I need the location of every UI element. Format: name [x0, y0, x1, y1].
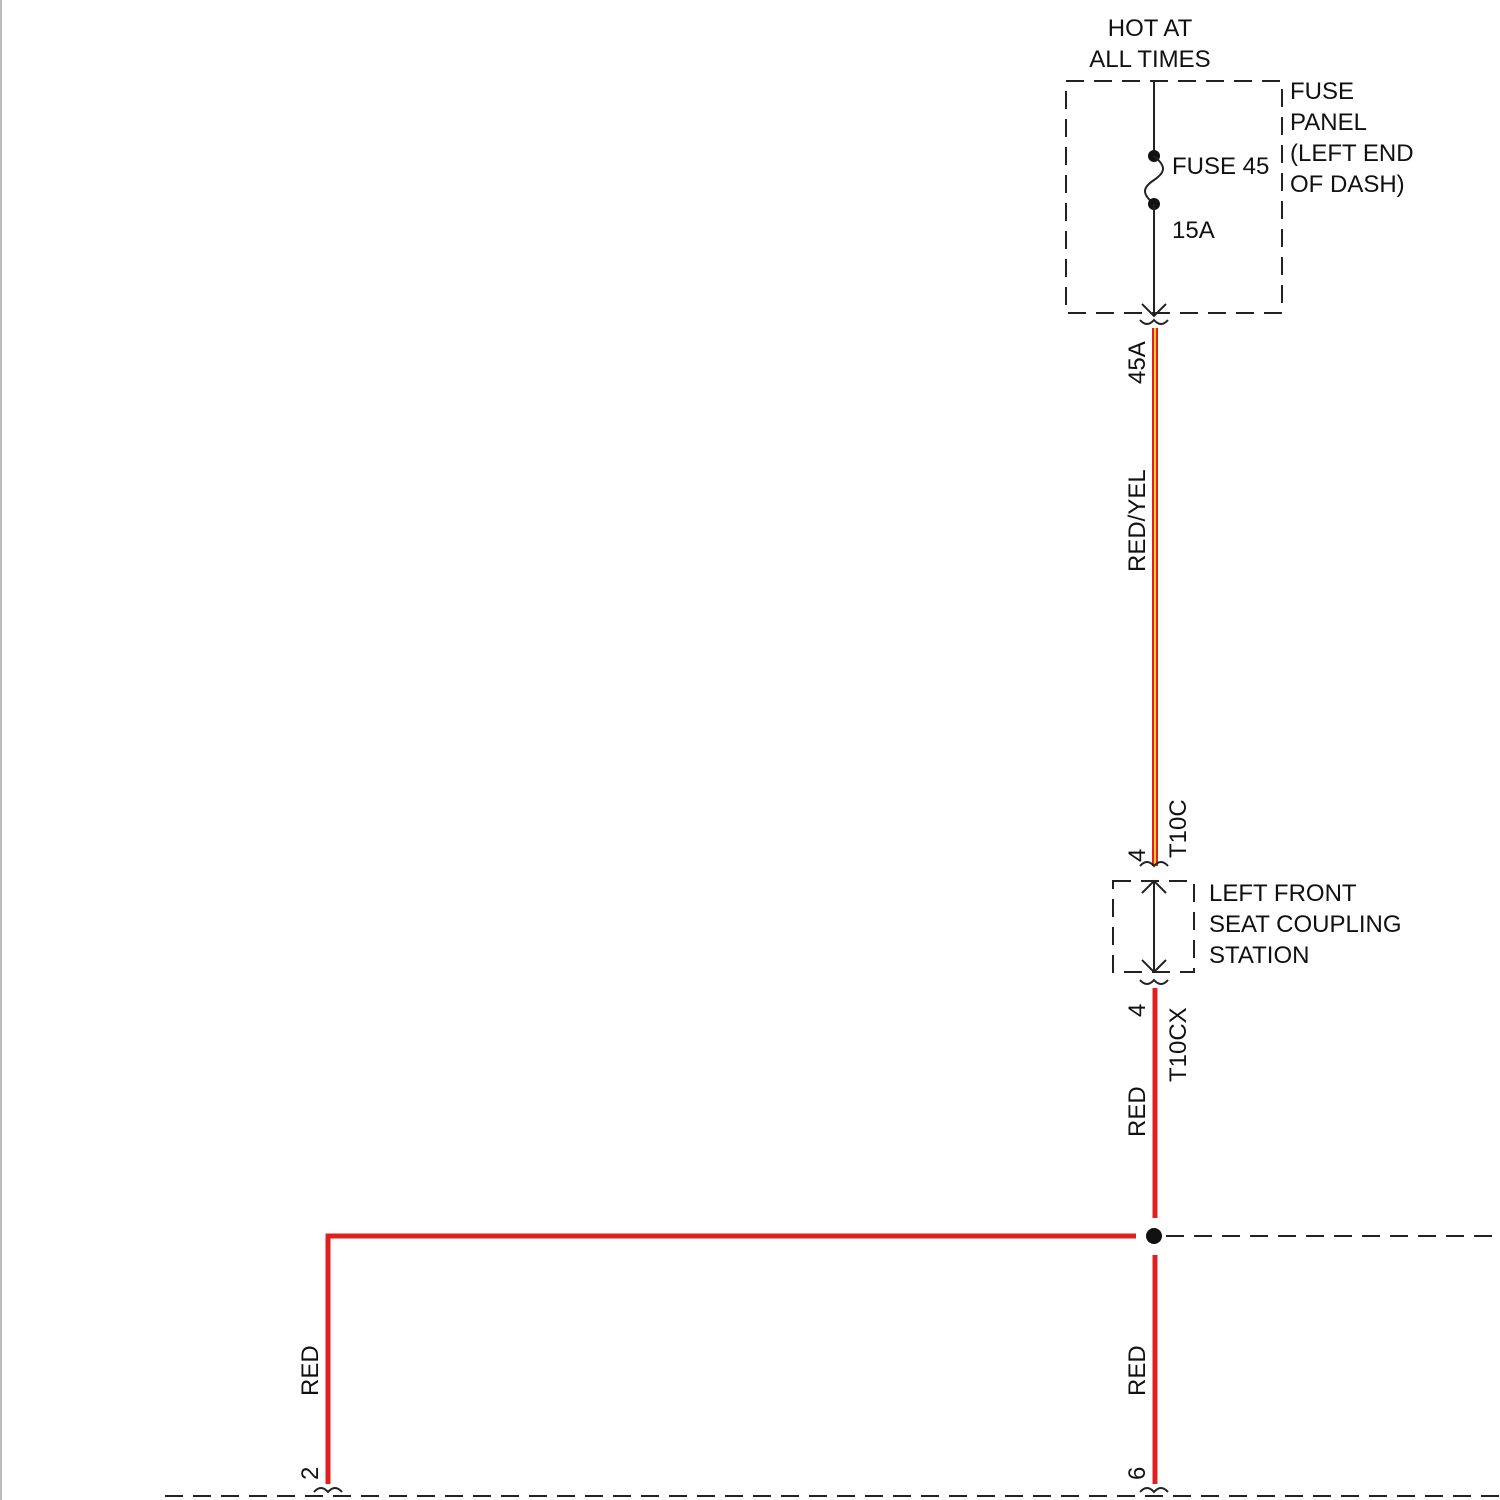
- fuse-panel-label-line3: (LEFT END: [1290, 140, 1414, 167]
- fuse-output-terminal-label: 45A: [1124, 341, 1151, 384]
- seat-coupling-label-line2: SEAT COUPLING: [1209, 911, 1402, 938]
- splice-node: [1146, 1228, 1162, 1244]
- t10cx-connector-symbol: [1140, 980, 1168, 984]
- hot-at-all-times-label-line2: ALL TIMES: [1089, 46, 1210, 73]
- bottom-left-pin-label: 2: [297, 1467, 324, 1480]
- seat-coupling-label-line1: LEFT FRONT: [1209, 880, 1357, 907]
- wire-red-left-branch: [328, 1236, 1136, 1484]
- wire-red-left-label: RED: [297, 1345, 324, 1396]
- fuse-panel-connector-symbol: [1140, 320, 1168, 324]
- fuse-rating-label: 15A: [1172, 217, 1215, 244]
- fuse-name-label: FUSE 45: [1172, 153, 1269, 180]
- fuse-element-symbol: [1145, 156, 1163, 204]
- t10cx-connector-label: T10CX: [1165, 1007, 1192, 1082]
- bottom-right-connector-symbol: [1140, 1488, 1168, 1492]
- fuse-panel-label-line1: FUSE: [1290, 78, 1354, 105]
- bottom-right-pin-label: 6: [1124, 1467, 1151, 1480]
- fuse-panel-label-line2: PANEL: [1290, 109, 1367, 136]
- fuse-panel-box: [1066, 81, 1282, 313]
- t10cx-pin-label: 4: [1124, 1004, 1151, 1017]
- hot-at-all-times-label-line1: HOT AT: [1108, 15, 1193, 42]
- wire-red-right-label: RED: [1124, 1345, 1151, 1396]
- seat-coupling-label-line3: STATION: [1209, 942, 1309, 969]
- fuse-panel-label-line4: OF DASH): [1290, 171, 1405, 198]
- t10c-pin-label: 4: [1124, 849, 1151, 862]
- t10c-connector-label: T10C: [1165, 799, 1192, 858]
- wire-red-upper-label: RED: [1124, 1086, 1151, 1137]
- wire-red-yel-label: RED/YEL: [1124, 469, 1151, 572]
- bottom-left-connector-symbol: [314, 1488, 342, 1492]
